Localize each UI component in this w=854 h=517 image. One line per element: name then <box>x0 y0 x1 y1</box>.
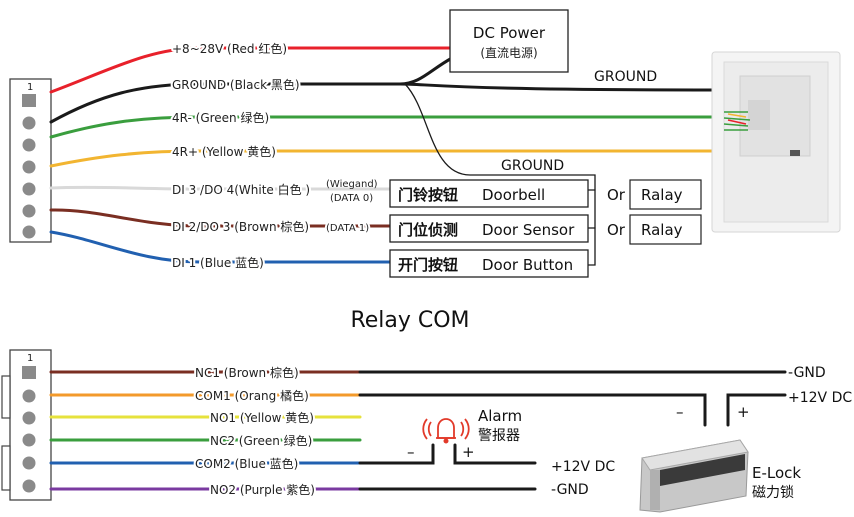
dc-power-label: DC Power <box>473 24 546 42</box>
door-button-cn-label: 开门按钮 <box>398 256 458 274</box>
door-sensor-box: 门位侦测 Door Sensor <box>389 214 589 243</box>
doorbell-box: 门铃按钮 Doorbell <box>389 179 589 208</box>
black-wire <box>49 56 454 124</box>
doorbell-cn-label: 门铃按钮 <box>398 186 458 204</box>
elock-cn-label: 磁力锁 <box>752 485 794 501</box>
door-sensor-cn-label: 门位侦测 <box>398 221 458 239</box>
relay-com-title: Relay COM <box>350 308 469 333</box>
data1-label: (DATA 1) <box>326 223 369 234</box>
ground-mid-wire <box>404 83 596 266</box>
door-button-en-label: Door Button <box>482 256 573 274</box>
or-label-1: Or <box>607 186 626 204</box>
relay-label-1: Ralay <box>641 186 683 204</box>
door-sensor-en-label: Door Sensor <box>482 221 575 239</box>
lock-minus-label: – <box>676 403 684 421</box>
yellow-wire-label: 4R+ (Yellow 黄色) <box>172 145 276 159</box>
no1-wire-label: NO1 (Yellow 黄色) <box>210 411 314 425</box>
alarm-minus-label: – <box>407 443 415 461</box>
top-connector-pin-label: 1 <box>27 82 33 93</box>
or-label-2: Or <box>607 221 626 239</box>
dc-power-box: DC Power (直流电源) <box>449 9 569 73</box>
v12-top-label: +12V DC <box>788 390 852 406</box>
blue-wire-label: DI 1 (Blue 蓝色) <box>172 256 264 270</box>
relay-box-1: Ralay <box>629 179 702 210</box>
door-button-box: 开门按钮 Door Button <box>389 249 589 278</box>
black-wire-label: GROUND (Black 黑色) <box>172 78 300 92</box>
lock-plus-label: + <box>737 403 750 421</box>
ground-right-label: GROUND <box>594 69 657 85</box>
dc-power-sublabel: (直流电源) <box>480 46 537 60</box>
alarm-cn-label: 警报器 <box>478 428 520 444</box>
top-connector: 1 <box>9 78 52 243</box>
white-wire-label: DI 3 /DO 4(White 白色 ) <box>172 182 310 197</box>
bottom-connector-pin-label: 1 <box>27 353 33 364</box>
com1-wire-label: COM1 (Orang 橘色) <box>195 388 309 403</box>
no2-wire-label: NO2 (Purple 紫色) <box>210 483 315 497</box>
red-wire <box>49 46 454 94</box>
brown-wire <box>49 208 392 228</box>
nc2-wire-label: NC2 (Green 绿色) <box>210 433 312 448</box>
alarm-icon <box>422 418 470 444</box>
wiegand-label: (Wiegand) <box>326 179 378 190</box>
v12-bottom-label: +12V DC <box>551 459 615 475</box>
alarm-plus-label: + <box>462 443 475 461</box>
elock-image <box>639 439 749 513</box>
access-controller-image <box>711 51 841 233</box>
green-wire <box>49 115 722 139</box>
brown-wire-label: DI 2/DO 3 (Brown 棕色) <box>172 219 309 234</box>
yellow-wire <box>49 149 722 168</box>
blue-wire <box>49 230 392 264</box>
gnd-bottom-label: -GND <box>551 482 589 498</box>
red-wire-label: +8~28V (Red 红色) <box>172 41 287 56</box>
com2-wire-label: COM2 (Blue 蓝色) <box>195 457 298 471</box>
ground-right-wire <box>398 82 722 92</box>
nc1-wire-label: NC1 (Brown 棕色) <box>195 365 299 380</box>
gnd-top-label: -GND <box>788 365 826 381</box>
ground-mid-label: GROUND <box>501 158 564 174</box>
relay-box-2: Ralay <box>629 214 702 245</box>
bottom-connector: 1 <box>1 349 52 501</box>
data0-label: (DATA 0) <box>330 193 373 204</box>
white-wire <box>49 185 392 191</box>
green-wire-label: 4R- (Green 绿色) <box>172 110 269 125</box>
elock-en-label: E-Lock <box>752 464 801 482</box>
relay-label-2: Ralay <box>641 221 683 239</box>
alarm-en-label: Alarm <box>478 407 522 425</box>
doorbell-en-label: Doorbell <box>482 186 545 204</box>
